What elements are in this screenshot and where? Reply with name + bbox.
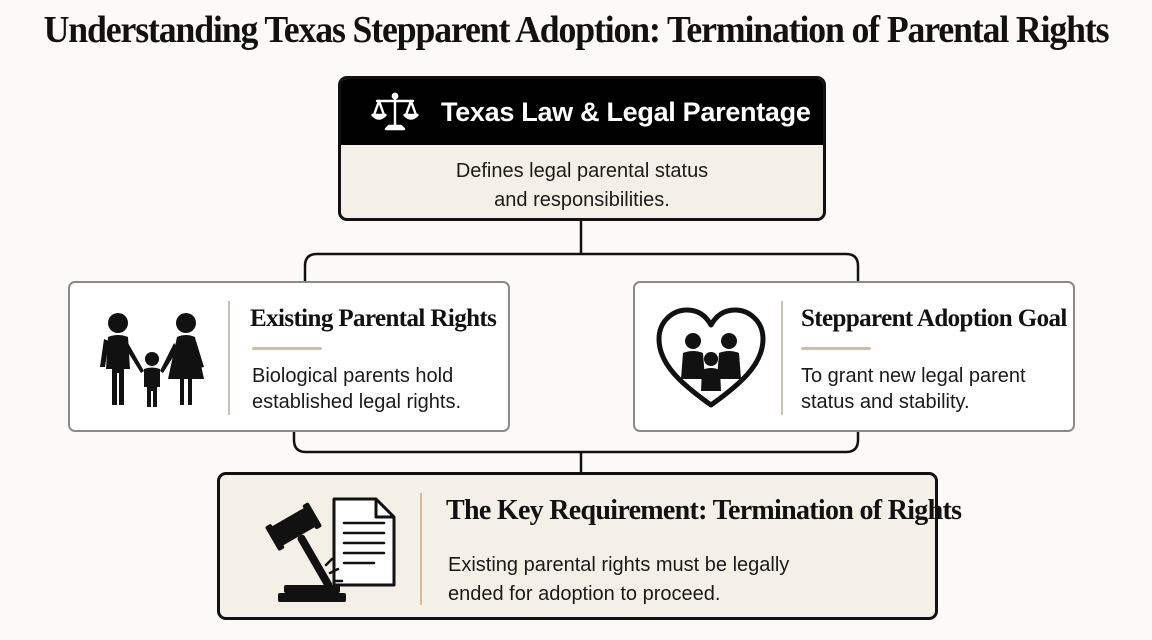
right-node-description-line2: status and stability. [801,391,970,413]
left-node-existing-rights: Existing Parental Rights Biological pare… [68,281,510,432]
left-node-description-line1: Biological parents hold [252,365,454,387]
left-node-description: Biological parents hold established lega… [252,363,461,415]
top-node-heading: Texas Law & Legal Parentage [441,96,811,127]
bottom-node-key-requirement: The Key Requirement: Termination of Righ… [217,472,962,620]
top-node-legal-parentage: Texas Law & Legal Parentage Defines lega… [338,76,826,221]
gavel-document-icon [265,497,396,602]
right-node-description-line1: To grant new legal parent [801,365,1026,387]
right-node-description: To grant new legal parent status and sta… [801,363,1026,415]
right-node-divider [781,301,783,415]
bottom-node-description-line1: Existing parental rights must be legally [448,554,790,576]
bottom-node-description: Existing parental rights must be legally… [448,551,789,609]
page-title: Understanding Texas Stepparent Adoption:… [43,9,1110,51]
top-node-description-line2: and responsibilities. [494,189,670,211]
top-node-header: Texas Law & Legal Parentage [341,79,823,145]
right-node-heading: Stepparent Adoption Goal [801,305,1067,332]
bottom-node-description-line2: ended for adoption to proceed. [448,583,721,605]
family-icon [100,313,204,407]
left-node-heading: Existing Parental Rights [250,305,497,332]
family-heart-icon [656,307,766,408]
bottom-node-heading: The Key Requirement: Termination of Righ… [446,495,962,526]
left-node-divider [228,301,230,415]
left-node-description-line2: established legal rights. [252,391,462,413]
right-node-accent-line [801,347,871,350]
left-node-accent-line [252,347,322,350]
top-node-description-line1: Defines legal parental status [455,160,709,182]
top-node-description: Defines legal parental status and respon… [341,145,823,215]
bottom-node-divider [420,493,422,605]
right-node-adoption-goal: Stepparent Adoption Goal To grant new le… [633,281,1075,432]
scales-of-justice-icon [371,92,419,131]
